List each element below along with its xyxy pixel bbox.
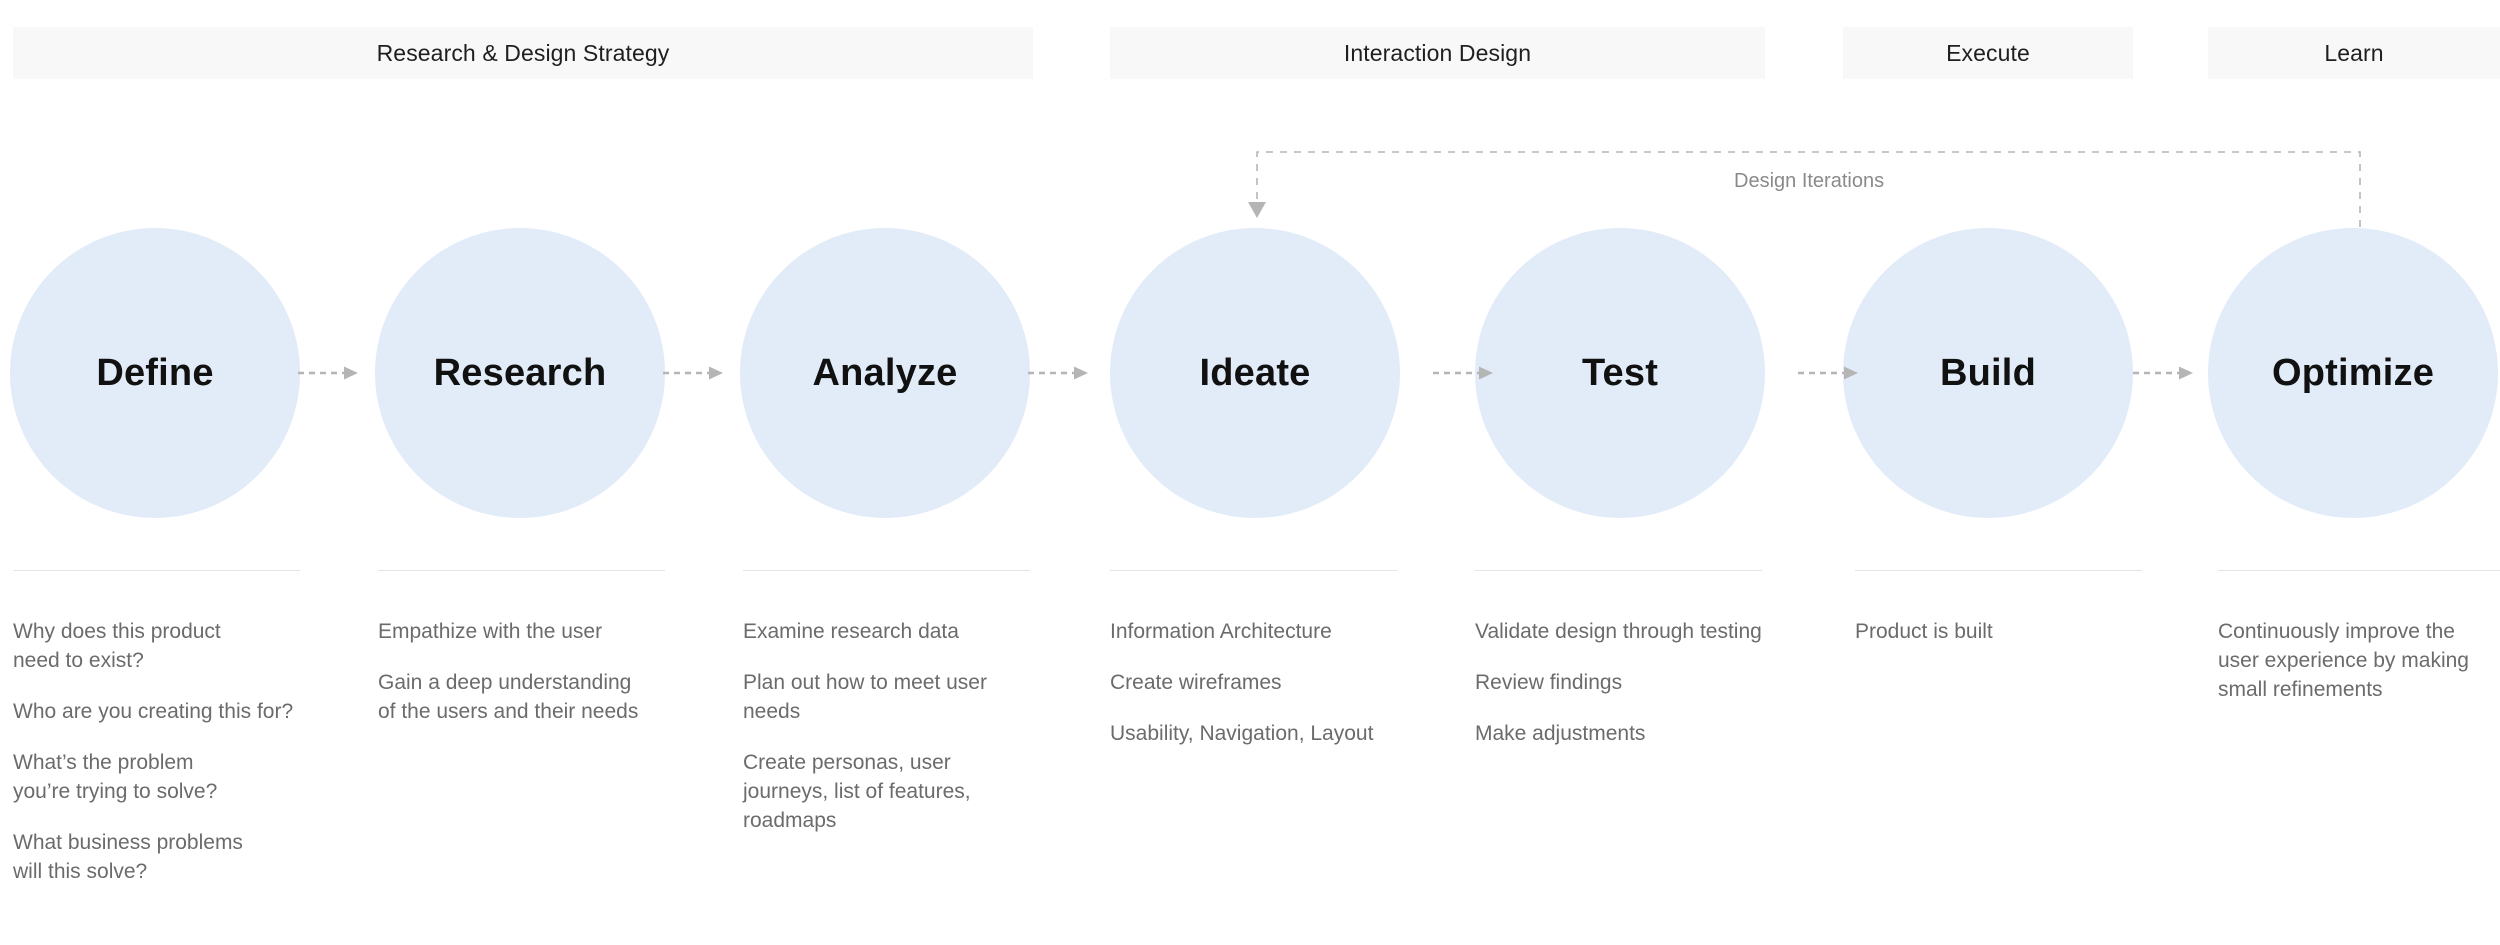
stage-circle-optimize[interactable]: Optimize (2208, 228, 2498, 518)
flow-arrow-5-icon (1798, 365, 1860, 381)
description-item: Create wireframes (1110, 671, 1282, 694)
stage-circle-label: Ideate (1199, 351, 1311, 394)
phase-bar-label: Interaction Design (1343, 39, 1532, 66)
design-iterations-label: Design Iterations (1734, 170, 1885, 192)
description-item: Review findings (1475, 671, 1623, 694)
description-item: Examine research data (743, 620, 959, 643)
stage-circle-test[interactable]: Test (1475, 228, 1765, 518)
phase-bar-interaction-design[interactable]: Interaction Design (1110, 27, 1765, 79)
stage-circle-label: Test (1581, 351, 1659, 394)
phase-bar-label: Execute (1946, 39, 2030, 66)
column-rule-ideate (1110, 570, 1397, 571)
description-item: What business problems will this solve? (13, 831, 243, 883)
description-item: Make adjustments (1475, 722, 1646, 745)
phase-bar-research-design-strategy[interactable]: Research & Design Strategy (13, 27, 1033, 79)
stage-description-build: Product is built (1855, 617, 2150, 646)
phase-bar-label: Learn (2324, 39, 2384, 66)
description-item: Who are you creating this for? (13, 700, 294, 723)
stage-circle-label: Research (433, 351, 607, 394)
stage-description-optimize: Continuously improve the user experience… (2218, 617, 2500, 704)
description-item: Information Architecture (1110, 620, 1332, 643)
flow-arrow-6-icon (2133, 365, 2195, 381)
flow-arrow-3-icon (1028, 365, 1090, 381)
stage-circle-build[interactable]: Build (1843, 228, 2133, 518)
description-item: Continuously improve the user experience… (2218, 620, 2469, 701)
column-rule-analyze (743, 570, 1030, 571)
description-item: Empathize with the user (378, 620, 603, 643)
stage-description-define: Why does this product need to exist? Who … (13, 617, 308, 886)
flow-arrow-1-icon (298, 365, 360, 381)
stage-circle-label: Define (96, 351, 214, 394)
column-rule-build (1855, 570, 2142, 571)
column-rule-define (13, 570, 300, 571)
stage-circle-label: Analyze (812, 351, 958, 394)
description-item: Usability, Navigation, Layout (1110, 722, 1374, 745)
description-item: What’s the problem you’re trying to solv… (13, 751, 218, 803)
description-item: Validate design through testing (1475, 620, 1762, 643)
description-item: Gain a deep understanding of the users a… (378, 671, 639, 723)
stage-circle-label: Build (1940, 351, 2036, 394)
stage-circle-ideate[interactable]: Ideate (1110, 228, 1400, 518)
stage-circle-research[interactable]: Research (375, 228, 665, 518)
phase-bar-execute[interactable]: Execute (1843, 27, 2133, 79)
design-iterations-arrowhead-icon (1248, 202, 1266, 218)
column-rule-optimize (2218, 570, 2500, 571)
description-item: Plan out how to meet user needs (743, 671, 987, 723)
stage-circle-label: Optimize (2271, 351, 2435, 394)
phase-bar-label: Research & Design Strategy (376, 39, 670, 66)
flow-arrow-2-icon (663, 365, 725, 381)
description-item: Why does this product need to exist? (13, 620, 221, 672)
column-rule-test (1475, 570, 1762, 571)
description-item: Create personas, user journeys, list of … (743, 751, 971, 832)
stage-circle-define[interactable]: Define (10, 228, 300, 518)
flow-arrow-4-icon (1433, 365, 1495, 381)
column-rule-research (378, 570, 665, 571)
phase-bar-learn[interactable]: Learn (2208, 27, 2500, 79)
description-item: Product is built (1855, 620, 1993, 643)
stage-circle-analyze[interactable]: Analyze (740, 228, 1030, 518)
